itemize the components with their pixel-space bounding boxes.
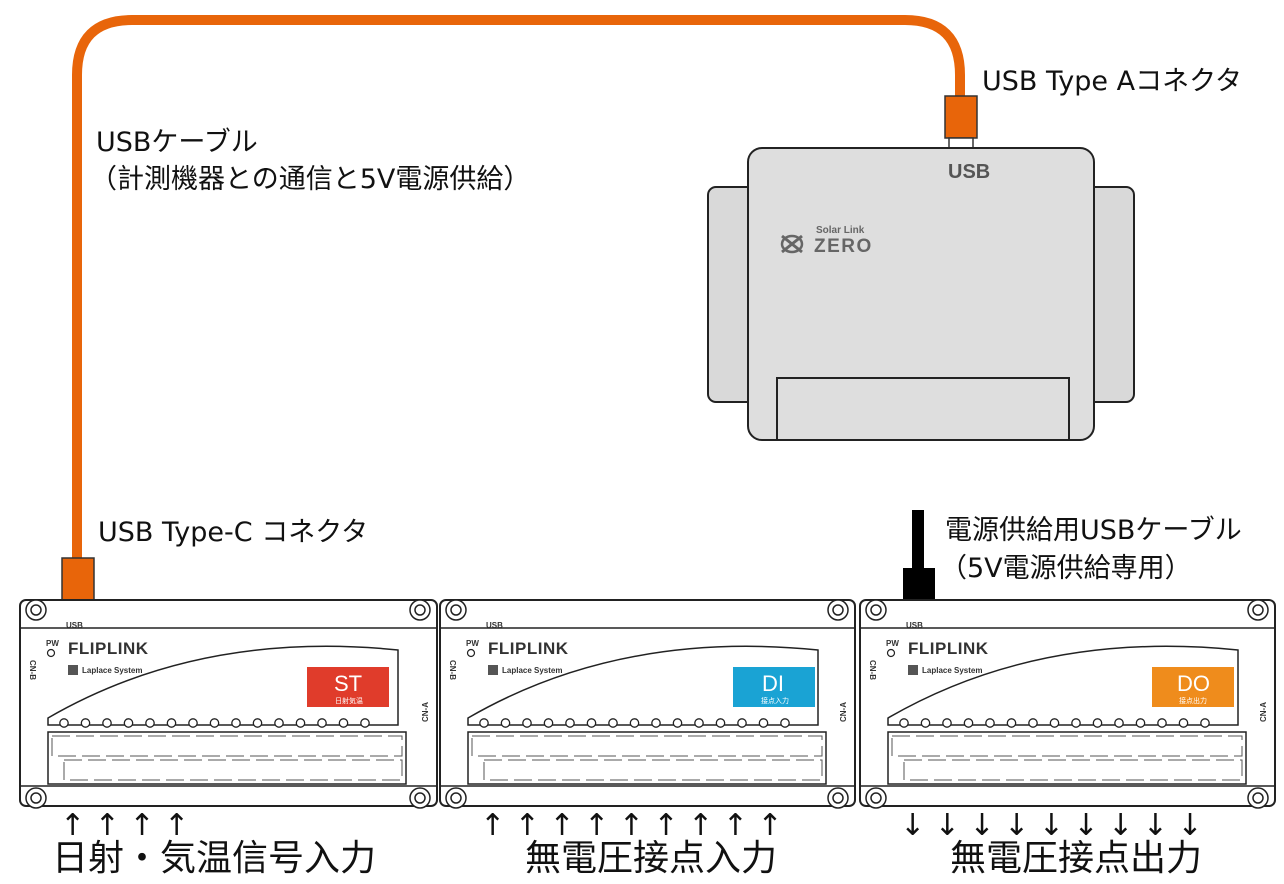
terminal-led — [1157, 718, 1167, 728]
module-st-cna: CN-A — [421, 702, 430, 722]
terminal-leds — [59, 718, 1210, 728]
terminal-led — [942, 718, 952, 728]
module-st-brand: FLIPLINK — [68, 639, 149, 658]
power-cable-label: 電源供給用USBケーブル — [945, 515, 1242, 546]
module-st-badge: ST — [334, 671, 362, 696]
module-do-maker: Laplace System — [922, 666, 982, 675]
module-do-brand: FLIPLINK — [908, 639, 989, 658]
terminal-led — [522, 718, 532, 728]
module-do-badge-sub: 接点出力 — [1179, 696, 1207, 705]
di-caption: 無電圧接点入力 — [525, 838, 778, 879]
hub-usb-label: USB — [948, 161, 990, 183]
terminal-led — [1071, 718, 1081, 728]
terminal-led — [338, 718, 349, 728]
terminal-led — [59, 718, 69, 728]
terminal-led — [500, 718, 511, 728]
terminal-led — [317, 718, 327, 728]
st-caption: 日射・気温信号入力 — [52, 838, 377, 879]
terminal-led — [1178, 718, 1189, 728]
terminal-led — [1092, 718, 1103, 728]
module-di: DI 接点入力 FLIPLINK PW USB Laplace System C… — [439, 599, 856, 809]
usb-cable — [72, 15, 965, 565]
terminal-led — [1135, 718, 1146, 728]
terminal-led — [629, 718, 640, 728]
module-di-usb: USB — [486, 621, 503, 630]
terminal-led — [963, 718, 974, 728]
terminal-led — [651, 718, 661, 728]
terminal-led — [166, 718, 177, 728]
zero-logo-icon — [780, 234, 804, 254]
terminal-led — [608, 718, 618, 728]
module-st-usb: USB — [66, 621, 83, 630]
module-di-badge-sub: 接点入力 — [761, 696, 789, 705]
terminal-led — [899, 718, 909, 728]
module-di-cnb: CN-B — [448, 660, 457, 680]
module-do-pw: PW — [886, 639, 899, 648]
terminal-led — [274, 718, 284, 728]
terminal-led — [252, 718, 263, 728]
st-input-arrows: ↑ ↑ ↑ ↑ — [60, 808, 190, 843]
type-a-label: USB Type Aコネクタ — [982, 66, 1242, 97]
terminal-led — [715, 718, 726, 728]
module-do-badge: DO — [1177, 671, 1210, 696]
terminal-led — [102, 718, 112, 728]
terminal-led — [565, 718, 575, 728]
terminal-led — [360, 718, 370, 728]
module-do-cnb: CN-B — [868, 660, 877, 680]
module-do-cna: CN-A — [1259, 702, 1268, 722]
type-a-connector — [944, 95, 978, 149]
terminal-led — [672, 718, 683, 728]
terminal-led — [123, 718, 134, 728]
terminal-led — [737, 718, 747, 728]
solar-link-zero-hub: USB Solar Link ZERO — [707, 147, 1135, 441]
module-di-cna: CN-A — [839, 702, 848, 722]
do-caption: 無電圧接点出力 — [950, 838, 1203, 879]
module-di-pw: PW — [466, 639, 479, 648]
hub-logo-small: Solar Link — [816, 225, 865, 236]
terminal-led — [295, 718, 306, 728]
terminal-led — [694, 718, 704, 728]
usb-cable-note: （計測機器との通信と5V電源供給） — [90, 164, 531, 195]
power-cable-note: （5V電源供給専用） — [940, 553, 1192, 584]
type-c-label: USB Type-C コネクタ — [98, 517, 369, 548]
di-input-arrows: ↑ ↑ ↑ ↑ ↑ ↑ ↑ ↑ ↑ — [480, 808, 783, 843]
terminal-led — [1200, 718, 1210, 728]
terminal-led — [209, 718, 220, 728]
terminal-led — [80, 718, 91, 728]
terminal-led — [586, 718, 597, 728]
do-output-arrows: ↓ ↓ ↓ ↓ ↓ ↓ ↓ ↓ ↓ — [900, 808, 1203, 843]
module-di-maker: Laplace System — [502, 666, 562, 675]
module-di-badge: DI — [762, 671, 784, 696]
hub-logo-big: ZERO — [814, 236, 873, 257]
terminal-led — [1049, 718, 1060, 728]
terminal-led — [1006, 718, 1017, 728]
terminal-led — [780, 718, 790, 728]
terminal-led — [145, 718, 155, 728]
module-st-badge-sub: 日射気温 — [335, 696, 363, 705]
terminal-led — [231, 718, 241, 728]
module-st-maker: Laplace System — [82, 666, 142, 675]
module-do: DO 接点出力 FLIPLINK PW USB Laplace System C… — [859, 599, 1276, 809]
terminal-led — [920, 718, 931, 728]
terminal-led — [1114, 718, 1124, 728]
module-st-cnb: CN-B — [28, 660, 37, 680]
terminal-led — [188, 718, 198, 728]
module-st-pw: PW — [46, 639, 59, 648]
terminal-led — [758, 718, 769, 728]
module-st: ST 日射気温 FLIPLINK PW USB Laplace System C… — [19, 599, 438, 809]
usb-cable-label: USBケーブル — [96, 127, 258, 158]
module-do-usb: USB — [906, 621, 923, 630]
module-di-brand: FLIPLINK — [488, 639, 569, 658]
terminal-led — [543, 718, 554, 728]
terminal-led — [479, 718, 489, 728]
terminal-led — [985, 718, 995, 728]
terminal-led — [1028, 718, 1038, 728]
